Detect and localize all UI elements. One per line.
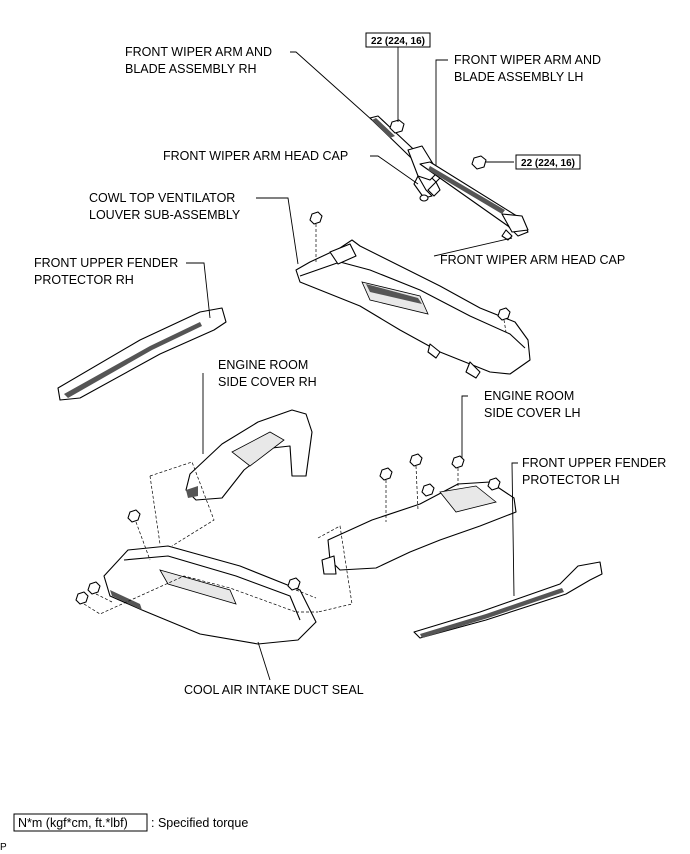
label-engine-rh-line1: ENGINE ROOM xyxy=(218,358,308,372)
footer-code: P xyxy=(0,842,7,853)
legend-torque-box xyxy=(13,813,148,832)
label-fender-rh-line2: PROTECTOR RH xyxy=(34,273,134,287)
label-head-cap-2: FRONT WIPER ARM HEAD CAP xyxy=(440,253,625,267)
engine-room-side-cover-lh xyxy=(321,481,517,575)
wiper-arm-lh xyxy=(419,161,529,241)
wiper-nut-rh xyxy=(389,119,405,134)
label-fender-lh-line2: PROTECTOR LH xyxy=(522,473,620,487)
engine-lh-clips xyxy=(379,453,501,522)
torque-value-2: 22 (224, 16) xyxy=(521,158,575,169)
fender-protector-rh xyxy=(57,307,227,401)
engine-room-side-cover-rh xyxy=(185,409,313,501)
legend-torque-unit: N*m (kgf*cm, ft.*lbf) xyxy=(18,816,128,830)
label-cowl-line2: LOUVER SUB-ASSEMBLY xyxy=(89,208,241,222)
label-wiper-lh-line1: FRONT WIPER ARM AND xyxy=(454,53,601,67)
torque-box-2 xyxy=(515,154,581,170)
fender-protector-lh xyxy=(413,561,603,639)
label-wiper-rh-line2: BLADE ASSEMBLY RH xyxy=(125,62,257,76)
label-engine-lh-line1: ENGINE ROOM xyxy=(484,389,574,403)
torque-value-1: 22 (224, 16) xyxy=(371,36,425,47)
label-duct-seal: COOL AIR INTAKE DUCT SEAL xyxy=(184,683,364,697)
duct-seal-clips xyxy=(75,509,301,605)
label-fender-lh-line1: FRONT UPPER FENDER xyxy=(522,456,666,470)
leader-lines xyxy=(186,47,518,681)
label-wiper-rh-line1: FRONT WIPER ARM AND xyxy=(125,45,272,59)
label-fender-rh-line1: FRONT UPPER FENDER xyxy=(34,256,178,270)
legend-description: : Specified torque xyxy=(151,816,248,830)
torque-box-1 xyxy=(365,32,431,48)
label-wiper-lh-line2: BLADE ASSEMBLY LH xyxy=(454,70,583,84)
label-engine-lh-line2: SIDE COVER LH xyxy=(484,406,581,420)
label-head-cap-1: FRONT WIPER ARM HEAD CAP xyxy=(163,149,348,163)
cowl-top-louver xyxy=(295,239,531,379)
assembly-guides xyxy=(83,461,353,615)
cowl-clips xyxy=(309,211,511,333)
wiper-nut-lh xyxy=(471,155,487,170)
label-cowl-line1: COWL TOP VENTILATOR xyxy=(89,191,235,205)
label-engine-rh-line2: SIDE COVER RH xyxy=(218,375,317,389)
cool-air-intake-duct-seal xyxy=(103,545,317,645)
